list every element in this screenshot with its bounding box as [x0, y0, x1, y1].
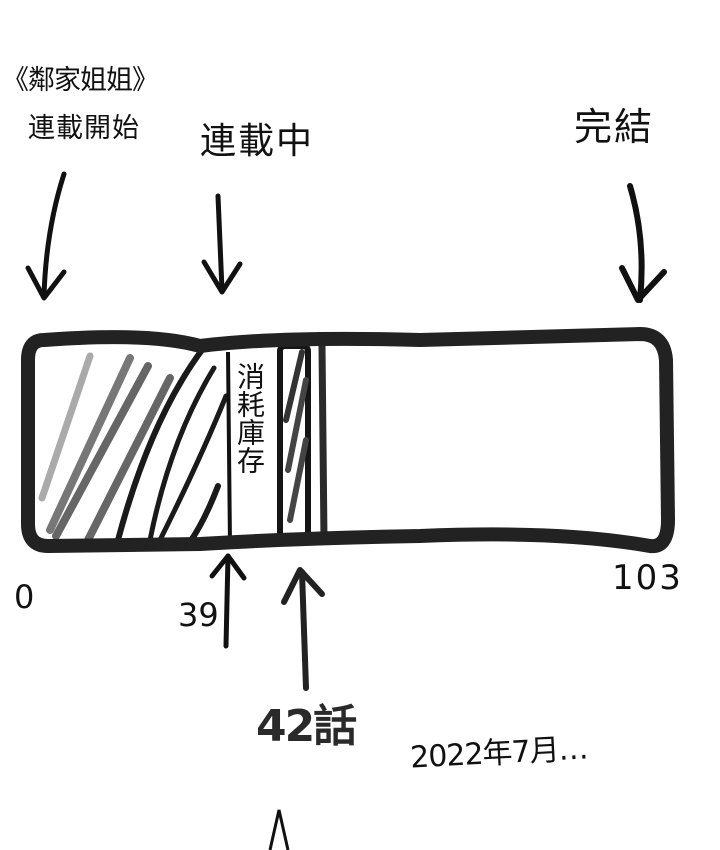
arrow-end-icon: [619, 183, 667, 303]
bottom-caret-icon: [268, 809, 290, 850]
arrow-39-icon: [209, 553, 247, 649]
stock-divider-line: [226, 351, 232, 547]
progress-bar-outline: [21, 327, 675, 554]
start-label: 連載開始: [28, 113, 140, 144]
arrow-ongoing-icon: [201, 193, 243, 295]
end-label: 完結: [574, 105, 655, 149]
published-hatching: [38, 347, 229, 545]
current-episode-label: 42話: [256, 701, 357, 752]
series-title: 《鄰家姐姐》: [2, 65, 159, 96]
stock-label: 消耗庫存: [233, 362, 266, 474]
current-episode-band: [277, 342, 328, 545]
tick-start: 0: [14, 578, 35, 616]
date-note: 2022年7月…: [409, 731, 589, 776]
tick-end: 103: [612, 558, 683, 598]
ongoing-label: 連載中: [200, 121, 315, 162]
arrow-42-icon: [281, 567, 325, 691]
arrow-start-icon: [25, 171, 67, 301]
tick-stock-start: 39: [178, 596, 219, 634]
